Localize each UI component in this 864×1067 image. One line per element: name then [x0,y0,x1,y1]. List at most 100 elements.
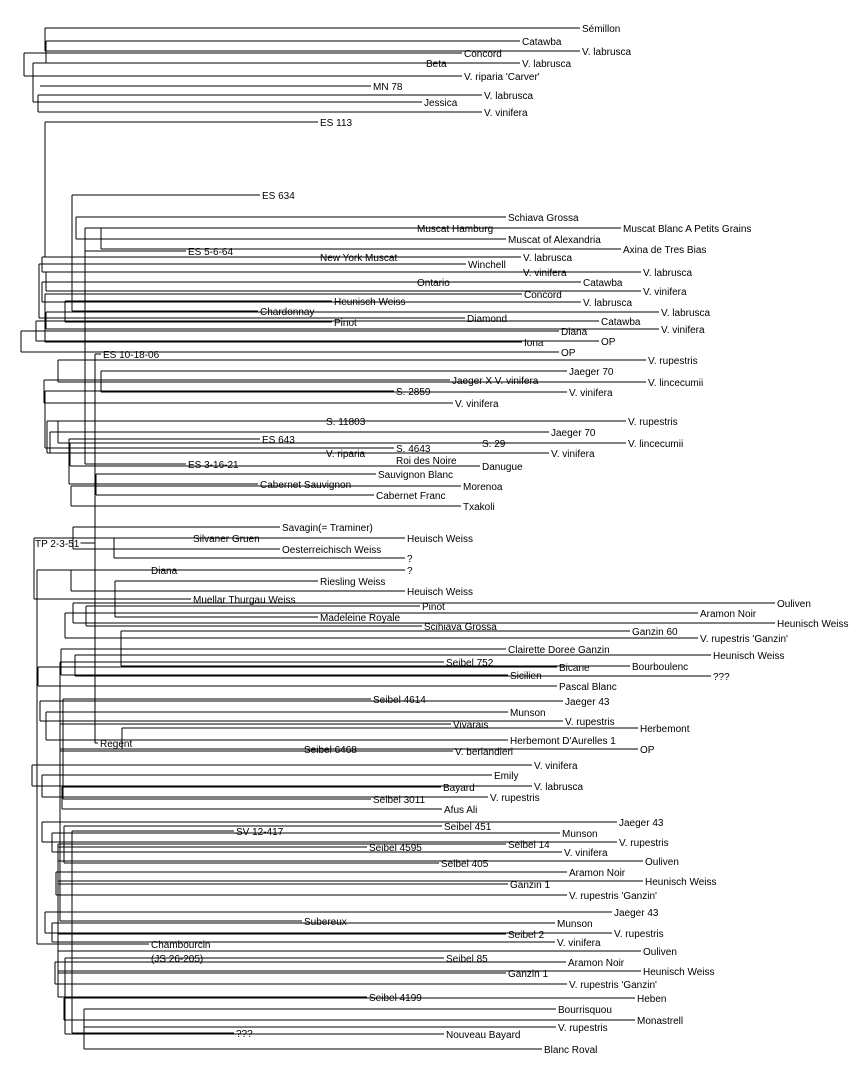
node-v-rupestris: V. rupestris [648,356,698,367]
node-munson: Munson [510,708,546,719]
node-js-26-205: (JS 26-205) [151,954,203,965]
node-nouveau-bayard: Nouveau Bayard [446,1030,521,1041]
node-heunisch-weiss: Heunisch Weiss [777,619,849,630]
node-muellar-thurgau-weiss: Muellar Thurgau Weiss [193,595,295,606]
node-ouliven: Ouliven [645,857,679,868]
node-v-vinifera: V. vinifera [484,108,528,119]
node-heunisch-weiss: Heunisch Weiss [643,967,715,978]
node-monastrell: Monastrell [637,1016,683,1027]
node-v-riparia-carver: V. riparia 'Carver' [464,72,540,83]
node-aramon-noir: Aramon Noir [569,868,626,879]
node-unknown: ? [407,554,413,565]
node-v-labrusca: V. labrusca [522,59,572,70]
node-v-rupestris: V. rupestris [558,1023,608,1034]
node-new-york-muscat: New York Muscat [320,253,397,264]
node-v-labrusca: V. labrusca [582,47,632,58]
node-danugue: Danugue [482,462,523,473]
node-munson: Munson [557,919,593,930]
node-jaeger-43: Jaeger 43 [614,908,659,919]
node-diana: Diana [561,327,588,338]
node-v-vinifera: V. vinifera [557,938,601,949]
node-tp-2-3-51: TP 2-3-51 [35,539,80,550]
node-munson: Munson [562,829,598,840]
node-silvaner-gruen: Silvaner Gruen [193,534,260,545]
node-ouliven: Ouliven [643,947,677,958]
node-s-4643: S. 4643 [396,444,431,455]
node-aramon-noir: Aramon Noir [568,958,625,969]
node-v-labrusca: V. labrusca [534,782,584,793]
node-pinot: Pinot [334,318,357,329]
node-bourrisquou: Bourrisquou [558,1005,612,1016]
node-iona: Iona [524,338,544,349]
node-v-vinifera: V. vinifera [569,388,613,399]
node-seibel-4595: Seibel 4595 [369,843,422,854]
node-v-rupestris: V. rupestris [565,717,615,728]
node-heunisch-weiss: Heunisch Weiss [713,651,785,662]
node-pascal-blanc: Pascal Blanc [559,682,617,693]
node-unknown: ? [407,566,413,577]
node-v-vinifera: V. vinifera [661,325,705,336]
node-s-millon: Sémillon [582,24,620,35]
node-sauvignon-blanc: Sauvignon Blanc [378,470,453,481]
node-concord: Concord [464,49,502,60]
node-winchell: Winchell [468,260,506,271]
node-riesling-weiss: Riesling Weiss [320,577,385,588]
node-diana: Diana [151,566,178,577]
node-seibel-2: Seibel 2 [508,930,545,941]
node-heunisch-weiss: Heunisch Weiss [334,297,406,308]
node-unknown: ??? [713,672,730,683]
node-es-643: ES 643 [262,435,295,446]
node-bayard: Bayard [443,783,475,794]
node-ouliven: Ouliven [777,599,811,610]
node-muscat-of-alexandria: Muscat of Alexandria [508,235,601,246]
node-ganzin-60: Ganzin 60 [632,627,678,638]
node-v-labrusca: V. labrusca [523,253,573,264]
node-ontario: Ontario [417,278,450,289]
node-v-labrusca: V. labrusca [484,91,534,102]
node-heben: Heben [637,994,666,1005]
node-bourboulenc: Bourboulenc [632,662,688,673]
node-v-rupestris: V. rupestris [490,793,540,804]
node-catawba: Catawba [522,37,562,48]
node-beta: Beta [426,59,447,70]
node-oesterreichisch-weiss: Oesterreichisch Weiss [282,545,381,556]
node-s-11803: S. 11803 [326,417,366,428]
node-v-riparia: V. riparia [326,449,366,460]
node-chardonnay: Chardonnay [260,307,314,318]
node-chambourcin: Chambourcin [151,940,210,951]
node-heuisch-weiss: Heuisch Weiss [407,587,473,598]
node-seibel-451: Seibel 451 [444,822,492,833]
node-unknown: ??? [236,1029,253,1040]
node-es-10-18-06: ES 10-18-06 [103,350,160,361]
node-txakoli: Txakoli [463,502,495,513]
node-morenoa: Morenoa [463,482,503,493]
node-cabernet-franc: Cabernet Franc [376,491,445,502]
node-v-rupestris: V. rupestris [619,838,669,849]
node-jaeger-43: Jaeger 43 [565,697,610,708]
node-v-rupestris: V. rupestris [628,417,678,428]
node-axina-de-tres-bias: Axina de Tres Bias [623,245,706,256]
node-scihiava-grossa: Scihiava Grossa [424,622,497,633]
node-jessica: Jessica [424,98,458,109]
node-herbemont: Herbemont [640,724,690,735]
node-afus-ali: Afus Ali [444,805,477,816]
node-jaeger-70: Jaeger 70 [569,367,614,378]
node-op: OP [561,348,576,359]
node-ganzin-1: Ganzin 1 [510,880,550,891]
node-v-vinifera: V. vinifera [643,287,687,298]
node-v-rupestris-ganzin: V. rupestris 'Ganzin' [569,980,657,991]
node-jaeger-70: Jaeger 70 [551,428,596,439]
node-clairette-doree-ganzin: Clairette Doree Ganzin [508,645,610,656]
node-v-rupestris-ganzin: V. rupestris 'Ganzin' [569,891,657,902]
node-schiava-grossa: Schiava Grossa [508,213,579,224]
node-v-berlandieri: V. berlandieri [455,747,513,758]
node-v-vinifera: V. vinifera [523,268,567,279]
node-v-labrusca: V. labrusca [661,308,711,319]
node-v-rupestris-ganzin: V. rupestris 'Ganzin' [700,634,788,645]
node-regent: Regent [100,739,132,750]
node-diamond: Diamond [467,314,507,325]
node-seibel-3011: Seibel 3011 [373,795,426,806]
node-v-lincecumii: V. lincecumii [648,378,703,389]
node-mn-78: MN 78 [373,82,403,93]
